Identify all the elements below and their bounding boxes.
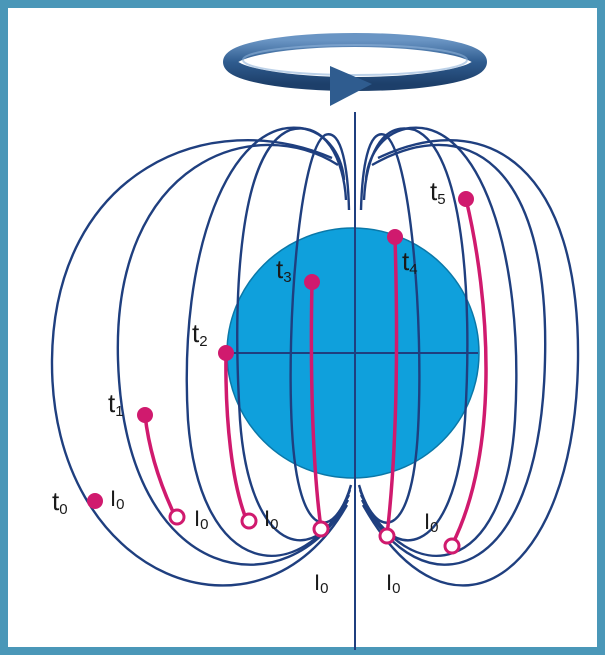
- field-line-right-outer: [361, 139, 580, 587]
- label-io-6: I0: [424, 509, 438, 536]
- endpoint-3: [312, 520, 330, 538]
- field-line-right-3: [359, 126, 518, 557]
- marker-t2: [218, 345, 234, 361]
- field-line-left-2: [116, 143, 350, 566]
- marker-t5: [458, 191, 474, 207]
- label-io-1: I0: [110, 486, 124, 513]
- particle-tracks: [143, 197, 488, 547]
- label-t4: t4: [402, 246, 418, 278]
- marker-t4: [387, 229, 403, 245]
- field-line-left-outer: [50, 139, 349, 587]
- endpoint-4: [378, 527, 396, 545]
- label-t5: t5: [430, 176, 446, 208]
- field-lines: [50, 126, 580, 587]
- track-4: [385, 235, 399, 537]
- label-t0: t0: [52, 486, 68, 518]
- marker-t3: [304, 274, 320, 290]
- track-3: [309, 280, 323, 530]
- endpoint-5: [443, 537, 461, 555]
- field-line-left-4: [236, 127, 352, 542]
- label-io-4: I0: [314, 570, 328, 597]
- field-line-right-4: [358, 127, 469, 542]
- label-t2: t2: [192, 318, 208, 350]
- track-1: [143, 413, 177, 518]
- rotation-arrowhead-icon: [330, 66, 372, 106]
- field-line-right-5: [357, 133, 421, 524]
- label-t3: t3: [276, 254, 292, 286]
- track-5: [450, 197, 488, 547]
- label-io-2: I0: [194, 506, 208, 533]
- marker-t1: [137, 407, 153, 423]
- track-2: [224, 351, 249, 523]
- marker-t0: [87, 493, 103, 509]
- endpoint-1: [168, 508, 186, 526]
- label-t1: t1: [108, 388, 124, 420]
- label-io-3: I0: [264, 506, 278, 533]
- label-io-5: I0: [386, 570, 400, 597]
- endpoint-2: [240, 512, 258, 530]
- rotation-arrow-icon: [223, 33, 487, 106]
